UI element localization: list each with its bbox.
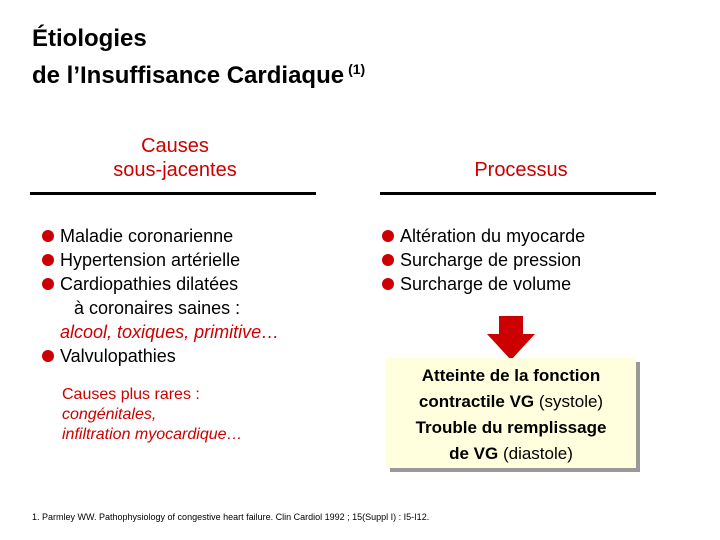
bullet-icon xyxy=(42,230,54,242)
processus-heading: Processus xyxy=(474,159,568,181)
list-item: Surcharge de pression xyxy=(380,248,680,272)
cause-item-text: Valvulopathies xyxy=(60,346,176,366)
cause-examples: alcool, toxiques, primitive… xyxy=(60,322,280,342)
causes-heading-line-1: Causes xyxy=(141,135,209,157)
bullet-icon xyxy=(382,254,394,266)
result-line-2-plain: (systole) xyxy=(534,392,604,411)
processus-item-text: Surcharge de volume xyxy=(400,274,572,294)
rare-causes: Causes plus rares : congénitales, infilt… xyxy=(62,385,243,445)
result-line-4-plain: (diastole) xyxy=(498,444,573,463)
processus-item-text: Altération du myocarde xyxy=(400,226,586,246)
title-line-2: de l’Insuffisance Cardiaque(1) xyxy=(32,54,365,91)
bullet-icon xyxy=(382,278,394,290)
title-line-1: Étiologies xyxy=(32,25,147,52)
processus-item-text: Surcharge de pression xyxy=(400,250,582,270)
title-footnote-ref: (1) xyxy=(348,61,366,77)
causes-list: Maladie coronarienne Hypertension artéri… xyxy=(40,224,340,368)
list-item: Altération du myocarde xyxy=(380,224,680,248)
list-item: Maladie coronarienne xyxy=(40,224,340,248)
cause-item-text: Hypertension artérielle xyxy=(60,250,241,270)
list-item: Cardiopathies dilatées xyxy=(40,272,340,296)
arrow-down-icon xyxy=(487,316,535,360)
result-line-2-bold: contractile VG xyxy=(418,392,535,411)
rare-causes-line-2: infiltration myocardique… xyxy=(62,426,243,443)
processus-divider xyxy=(380,192,656,195)
result-line-4: de VG (diastole) xyxy=(386,441,636,467)
cause-item-text: Cardiopathies dilatées xyxy=(60,274,239,294)
bullet-icon xyxy=(382,230,394,242)
result-line-1: Atteinte de la fonction xyxy=(421,366,601,385)
result-line-2: contractile VG (systole) xyxy=(386,389,636,415)
result-box: Atteinte de la fonction contractile VG (… xyxy=(386,358,636,468)
list-item: Hypertension artérielle xyxy=(40,248,340,272)
cause-continuation: à coronaires saines : xyxy=(74,298,241,318)
result-line-4-bold: de VG xyxy=(449,444,499,463)
title-line-2-text: de l’Insuffisance Cardiaque xyxy=(32,62,345,89)
causes-heading-line-2: sous-jacentes xyxy=(113,159,237,181)
processus-list: Altération du myocarde Surcharge de pres… xyxy=(380,224,680,296)
rare-causes-heading: Causes plus rares : xyxy=(62,386,200,403)
list-item: Valvulopathies xyxy=(40,344,340,368)
bullet-icon xyxy=(42,350,54,362)
bullet-icon xyxy=(42,254,54,266)
cause-item-text: Maladie coronarienne xyxy=(60,226,234,246)
slide-title: Étiologies de l’Insuffisance Cardiaque(1… xyxy=(32,24,365,91)
causes-divider xyxy=(30,192,316,195)
list-item: Surcharge de volume xyxy=(380,272,680,296)
causes-heading: Causes sous-jacentes xyxy=(30,134,320,182)
bullet-icon xyxy=(42,278,54,290)
footnote: 1. Parmley WW. Pathophysiology of conges… xyxy=(32,512,430,522)
result-line-3: Trouble du remplissage xyxy=(415,418,607,437)
rare-causes-line-1: congénitales, xyxy=(62,406,157,423)
